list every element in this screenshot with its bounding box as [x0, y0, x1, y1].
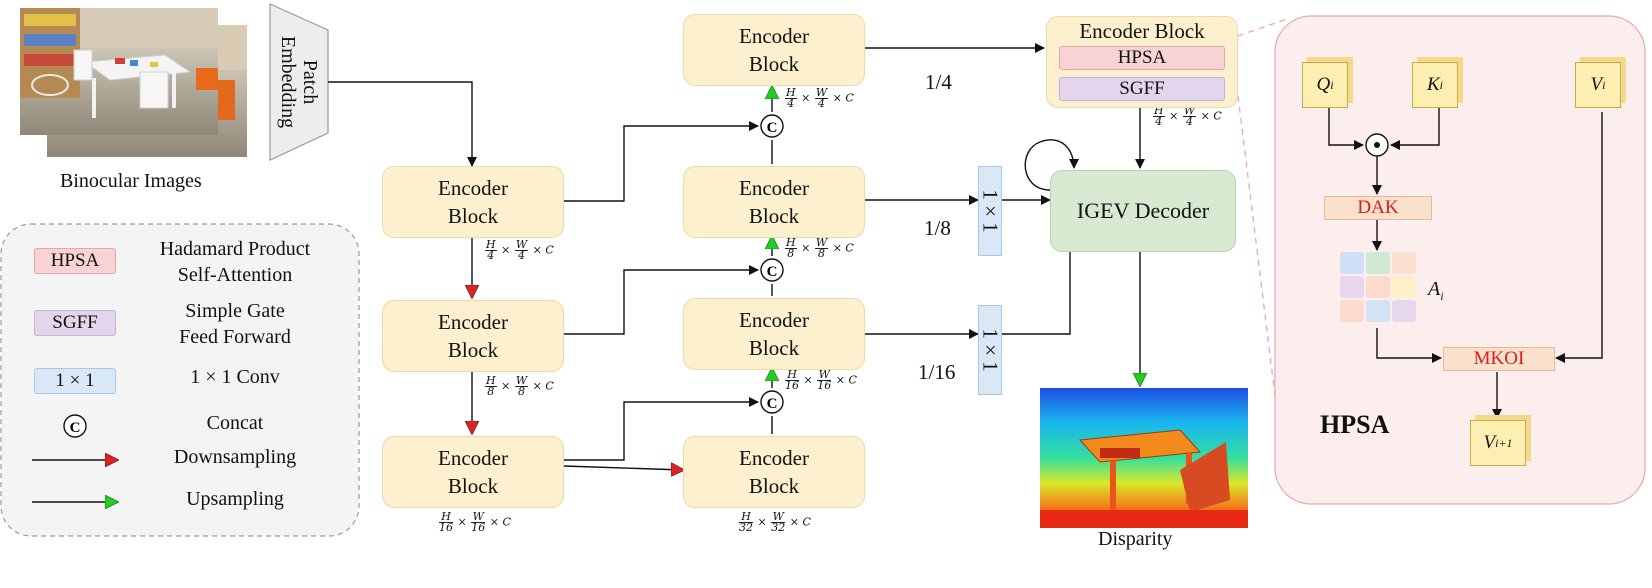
concat-node-1: C — [760, 114, 784, 138]
disparity-label: Disparity — [1098, 528, 1173, 550]
concat-node-3: C — [760, 390, 784, 414]
hpsa-detail-panel — [1274, 15, 1646, 505]
conv-1x1-upper: 1 × 1 — [978, 166, 1003, 256]
disparity-map-image — [1040, 388, 1248, 528]
sgff-module: SGFF — [1059, 77, 1225, 101]
svg-text:C: C — [70, 420, 81, 436]
encoder-block-detail: Encoder Block HPSA SGFF — [1046, 16, 1238, 108]
encoder-block-detail-title: Encoder Block — [1079, 19, 1205, 43]
legend-key-conv: 1 × 1 — [34, 368, 116, 394]
scale-label-sixteenth: 1/16 — [918, 360, 956, 384]
legend-text-concat: Concat — [206, 412, 264, 434]
svg-text:C: C — [767, 396, 778, 412]
legend-panel — [0, 223, 360, 537]
svg-text:C: C — [767, 264, 778, 280]
binocular-images-label: Binocular Images — [60, 170, 202, 192]
legend-key-sgff: SGFF — [34, 310, 116, 336]
patch-embedding-shape — [269, 3, 329, 161]
legend-key-hpsa: HPSA — [34, 248, 116, 274]
legend-text-downsampling: Downsampling — [173, 446, 297, 468]
legend-text-conv: 1 × 1 Conv — [190, 366, 280, 388]
scale-label-quarter: 1/4 — [925, 70, 952, 94]
mkoi-module: MKOI — [1443, 347, 1555, 371]
igev-decoder: IGEV Decoder — [1050, 170, 1236, 252]
dak-module: DAK — [1324, 196, 1432, 220]
patch-embedding-label: Patch Embedding — [277, 35, 321, 129]
conv-1x1-lower: 1 × 1 — [978, 305, 1003, 395]
scale-label-eighth: 1/8 — [924, 216, 951, 240]
attention-matrix-grid — [1340, 252, 1416, 322]
concat-node-2: C — [760, 258, 784, 282]
hpsa-module: HPSA — [1059, 46, 1225, 70]
hpsa-detail-title: HPSA — [1320, 410, 1390, 439]
svg-text:C: C — [767, 120, 778, 136]
binocular-image-left — [20, 8, 218, 135]
attention-matrix-label: Ai — [1428, 278, 1444, 303]
legend-text-upsampling: Upsampling — [186, 488, 284, 510]
